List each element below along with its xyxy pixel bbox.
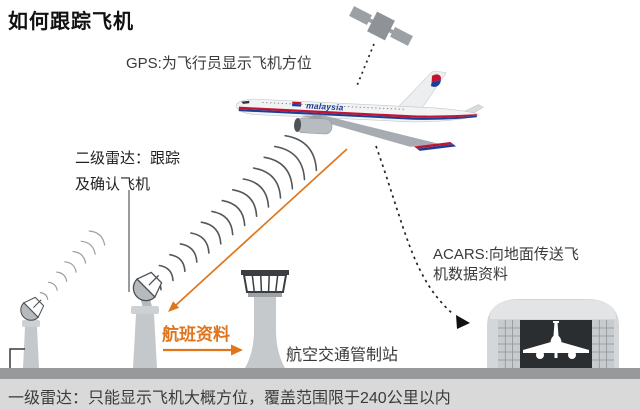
airplane-icon: malaysia: [235, 70, 484, 151]
caption-bar: 一级雷达：只能显示飞机大概方位，覆盖范围限于240公里以内: [0, 379, 640, 410]
atc-station-label: 航空交通管制站: [286, 347, 399, 364]
secondary-radar-label-line1: 二级雷达：跟踪: [75, 150, 181, 167]
airline-titles: malaysia: [306, 100, 344, 112]
page-title: 如何跟踪飞机: [8, 11, 134, 33]
hangar-window-grid-right: [592, 320, 614, 368]
flight-data-arrow-diagonal: [168, 148, 348, 312]
acars-dashed-arrow: [375, 145, 470, 329]
radar-waves-secondary: [148, 134, 318, 291]
gps-label: GPS:为飞行员显示飞机方位: [126, 55, 312, 72]
satellite-icon: [349, 6, 413, 46]
hangar-airplane-silhouette: [523, 321, 589, 359]
secondary-radar-label-line2: 及确认飞机: [75, 176, 151, 193]
flight-data-arrow-horizontal: [163, 344, 243, 356]
flight-data-label: 航班资料: [162, 325, 230, 344]
radar-dish-icon-secondary: [127, 265, 169, 368]
ground-band: [0, 368, 640, 379]
hangar-window-grid-left: [498, 320, 520, 368]
acars-label: ACARS:向地面传送飞 机数据资料: [433, 245, 579, 285]
gps-dotted-line: [355, 43, 375, 89]
radar-dish-icon-primary: [16, 292, 49, 368]
acars-label-line1: ACARS:向地面传送飞: [433, 246, 579, 263]
acars-label-line2: 机数据资料: [433, 266, 509, 283]
control-tower-icon: [241, 270, 289, 368]
secondary-radar-label: 二级雷达：跟踪 及确认飞机: [75, 146, 180, 198]
primary-radar-caption: 一级雷达：只能显示飞机大概方位，覆盖范围限于240公里以内: [8, 390, 451, 407]
radar-waves-primary: [39, 230, 106, 300]
airport-building-icon: [487, 299, 619, 368]
